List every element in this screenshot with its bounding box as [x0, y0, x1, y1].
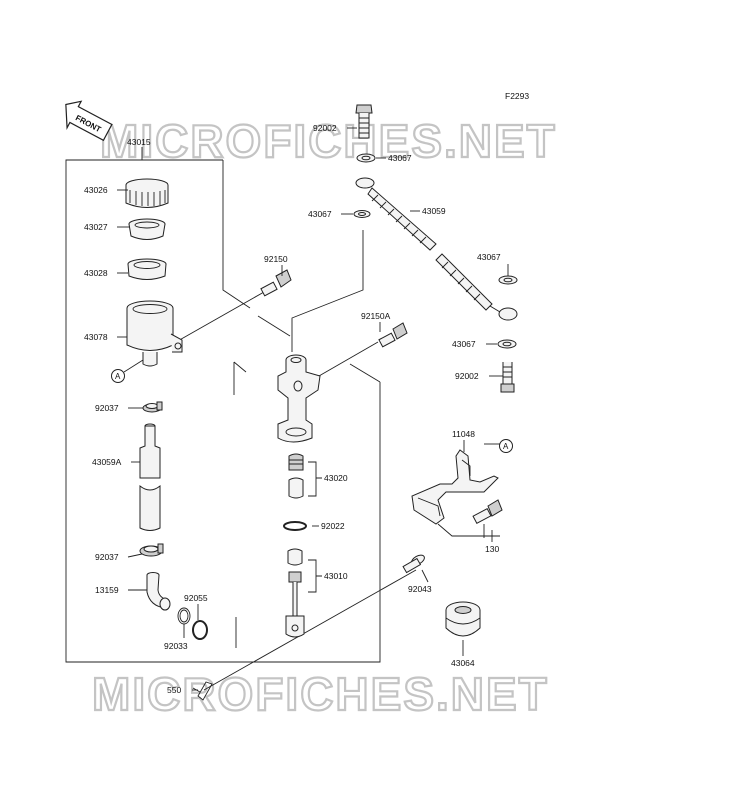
label-92002-bottom: 92002 — [455, 371, 479, 381]
label-92150A: 92150A — [361, 311, 391, 321]
master-cylinder-body — [277, 354, 321, 443]
label-92037-upper: 92037 — [95, 403, 119, 413]
label-43020: 43020 — [324, 473, 348, 483]
label-92037-lower: 92037 — [95, 552, 119, 562]
cap-43026 — [125, 178, 169, 208]
figure-code: F2293 — [505, 91, 529, 101]
label-43026: 43026 — [84, 185, 108, 195]
plate-43028 — [127, 258, 167, 280]
circlip-92022 — [283, 521, 307, 531]
label-43059: 43059 — [422, 206, 446, 216]
pin-92043 — [402, 554, 425, 574]
label-92043: 92043 — [408, 584, 432, 594]
label-550: 550 — [167, 685, 181, 695]
svg-text:A: A — [503, 442, 509, 451]
leader-lines — [117, 127, 509, 691]
bracket-11048 — [411, 449, 499, 525]
label-43067-right-upper: 43067 — [477, 252, 501, 262]
label-43010: 43010 — [324, 571, 348, 581]
hose-clamp-92037-lower — [139, 543, 164, 557]
part-labels: 43015 43026 43027 43028 43078 92037 4305… — [84, 123, 501, 695]
diaphragm-43027 — [128, 218, 166, 240]
label-92055: 92055 — [184, 593, 208, 603]
elbow-fitting-13159 — [146, 572, 171, 611]
label-43028: 43028 — [84, 268, 108, 278]
banjo-bolt-92002-bottom — [500, 362, 515, 393]
label-92033: 92033 — [164, 641, 188, 651]
bolt-130 — [472, 499, 503, 524]
hose-clamp-92037-upper — [142, 401, 163, 413]
watermark-top: MICROFICHES.NET — [100, 115, 557, 167]
bolt-92150 — [260, 269, 292, 297]
piston-assembly-43020 — [288, 453, 304, 499]
label-43059A: 43059A — [92, 457, 122, 467]
svg-text:A: A — [115, 372, 121, 381]
label-43067-right-lower: 43067 — [452, 339, 476, 349]
brake-hose-43059 — [355, 177, 518, 321]
gasket-43067-mid — [353, 210, 371, 218]
label-43027: 43027 — [84, 222, 108, 232]
label-92150: 92150 — [264, 254, 288, 264]
snap-ring-92033 — [177, 607, 191, 625]
label-92002-top: 92002 — [313, 123, 337, 133]
label-11048: 11048 — [452, 429, 475, 439]
gasket-43067-right-lower — [497, 339, 517, 349]
grommet-43064 — [445, 601, 481, 637]
label-43064: 43064 — [451, 658, 475, 668]
bolt-92150A — [378, 322, 408, 348]
label-130: 130 — [485, 544, 499, 554]
reference-a-left: A — [111, 369, 125, 383]
banjo-bolt-92002-top — [355, 104, 373, 139]
push-rod-43010 — [285, 548, 305, 638]
label-43078: 43078 — [84, 332, 108, 342]
gasket-43067-right-upper — [498, 275, 518, 285]
o-ring-92055 — [192, 620, 208, 640]
label-43067-top: 43067 — [388, 153, 412, 163]
label-43067-mid: 43067 — [308, 209, 332, 219]
front-arrow-icon: FRONT — [65, 100, 113, 142]
label-92022: 92022 — [321, 521, 345, 531]
assembly-frame — [65, 147, 500, 691]
reference-a-right: A — [499, 439, 513, 453]
reservoir-43078 — [126, 300, 183, 367]
gasket-43067-top — [356, 153, 376, 163]
label-13159: 13159 — [95, 585, 119, 595]
hose-43059A — [139, 423, 161, 531]
label-43015: 43015 — [127, 137, 151, 147]
watermark-bottom: MICROFICHES.NET — [92, 668, 549, 720]
